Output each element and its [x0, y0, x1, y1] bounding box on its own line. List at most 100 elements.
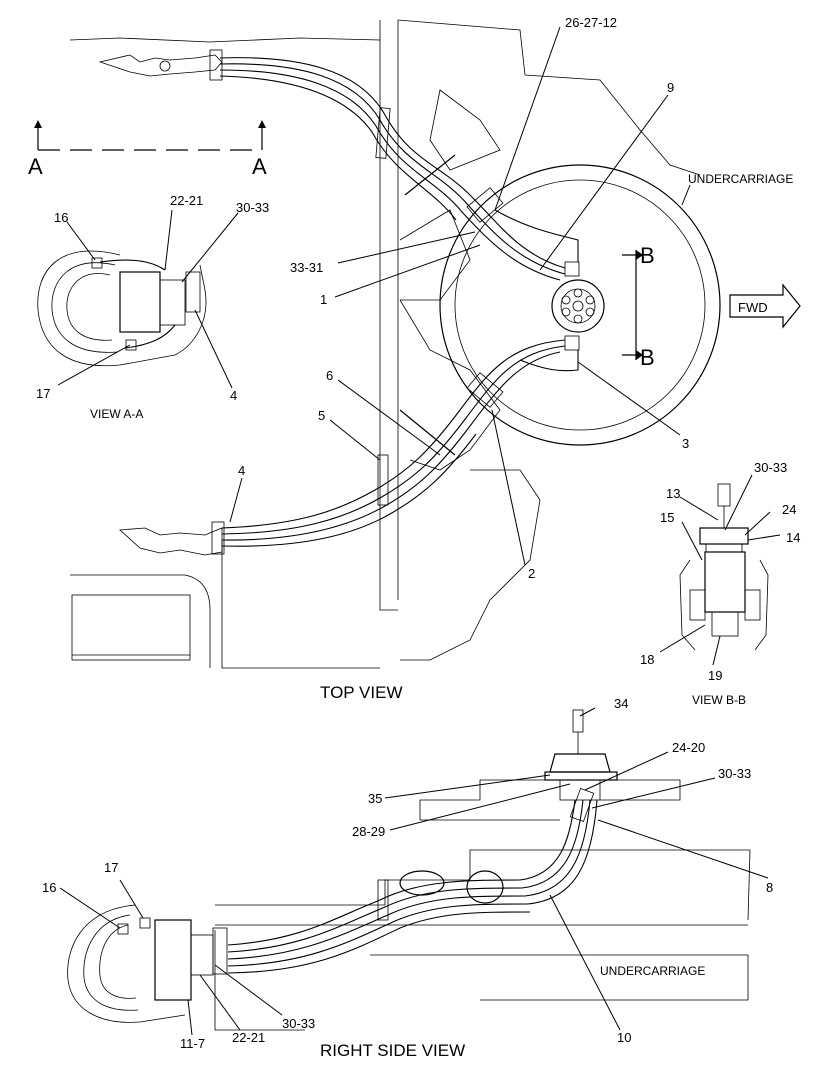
leader-aa-22-21: [164, 209, 173, 271]
undercarriage-ring-inner: [454, 179, 706, 431]
section-b-arrow-top: [636, 250, 643, 260]
tank-outline: [70, 574, 211, 668]
swivel-port: [573, 314, 583, 324]
top-view: FWD B B A A 26-27-12 9 33-31 1 6 5 4 3: [28, 15, 801, 702]
frame-plate: [399, 209, 471, 301]
swivel-body: [551, 279, 605, 333]
side-swivel-flange: [544, 771, 618, 781]
aa-loop-right: [174, 264, 207, 356]
section-a-left-label: A: [28, 154, 43, 179]
aa-fitting-17: [125, 339, 137, 351]
leader-bb-13: [679, 496, 719, 521]
clamp-block-lower: [466, 372, 504, 408]
callout-side-30-33: 30-33: [718, 766, 751, 781]
leader-3: [577, 361, 681, 436]
side-fitting-17: [139, 917, 151, 929]
section-b-line: [622, 254, 637, 356]
leader-side-28-29: [389, 783, 571, 831]
aa-fitting-16: [91, 257, 103, 269]
side-swivel-stem-top: [572, 709, 584, 733]
callout-side-11-7: 11-7: [180, 1036, 205, 1051]
leader-side-17: [119, 879, 144, 919]
frame-rail-left: [379, 20, 398, 611]
leader-side-22-21: [199, 974, 241, 1031]
aa-valve-block: [159, 279, 186, 326]
callout-2: 2: [528, 566, 535, 581]
section-a-right-label: A: [252, 154, 267, 179]
leader-aa-17: [57, 344, 131, 386]
swivel-fitting-bottom: [564, 335, 580, 351]
swivel-port-center: [572, 300, 584, 312]
frame-outline-right: [397, 19, 701, 176]
leader-5: [329, 419, 381, 461]
callout-bb-24: 24: [782, 502, 796, 517]
side-bulkhead: [212, 927, 228, 975]
callout-6: 6: [326, 368, 333, 383]
frame-plate-lower: [399, 299, 501, 471]
callout-side-17: 17: [104, 860, 118, 875]
side-loop-outer: [67, 904, 186, 1023]
leader-bb-30-33: [724, 474, 753, 531]
section-b-arrow-bottom: [636, 350, 643, 360]
frame-outline-top: [69, 37, 381, 43]
tank-body: [71, 594, 191, 661]
swivel-port: [573, 288, 583, 298]
leader-33-31: [337, 231, 476, 264]
side-loop-mid: [83, 914, 139, 1011]
swivel-port: [585, 295, 595, 305]
leader-bb-15: [681, 521, 703, 561]
callout-aa-22-21: 22-21: [170, 193, 203, 208]
aa-bulkhead: [185, 271, 201, 313]
bb-cap: [699, 527, 749, 545]
leader-bb-18: [659, 624, 706, 653]
aa-loop-mid: [51, 262, 119, 353]
frame-bracket: [429, 89, 501, 171]
callout-1: 1: [320, 292, 327, 307]
callout-aa-4: 4: [230, 388, 237, 403]
leader-6: [337, 379, 441, 456]
leader-side-11-7: [187, 999, 193, 1036]
callout-side-16: 16: [42, 880, 56, 895]
callout-side-28-29: 28-29: [352, 824, 385, 839]
aa-loop-outer: [37, 250, 176, 367]
leader-side-30-33: [591, 777, 716, 809]
leader-bb-19: [712, 635, 721, 666]
leader-side-34: [579, 707, 596, 717]
clamp-bar-lower: [399, 409, 456, 456]
undercarriage-top-label: UNDERCARRIAGE: [688, 172, 793, 186]
bb-collar: [705, 543, 743, 553]
side-hose-bundle: [227, 799, 598, 974]
aa-hose-top: [99, 259, 166, 271]
aa-hose-bottom: [124, 324, 176, 349]
callout-side-35: 35: [368, 791, 382, 806]
clamp-block-upper: [466, 187, 504, 223]
callout-bb-18: 18: [640, 652, 654, 667]
callout-side-24-20: 24-20: [672, 740, 705, 755]
aa-valve-body: [119, 271, 161, 333]
upper-fitting-nut: [159, 60, 171, 72]
callout-5: 5: [318, 408, 325, 423]
fwd-arrow: [729, 283, 801, 329]
lower-bulkhead: [211, 521, 225, 555]
upper-hose-bundle: [219, 57, 579, 281]
leader-side-10: [549, 894, 621, 1031]
leader-9: [539, 94, 669, 271]
bb-bottom-block: [711, 611, 739, 637]
side-swivel-cap: [549, 753, 611, 773]
callout-aa-17: 17: [36, 386, 50, 401]
side-valve-block: [190, 934, 214, 976]
swivel-port: [561, 307, 571, 317]
fwd-label: FWD: [738, 300, 768, 315]
leader-bb-14: [747, 534, 781, 541]
leader-bb-24: [744, 511, 771, 536]
aa-loop-inner: [66, 273, 113, 341]
side-swivel-body: [559, 779, 601, 801]
frame-lower-left: [221, 540, 380, 669]
right-side-view: 34 24-20 30-33 35 28-29 8 17 16 10 30-33…: [42, 696, 773, 1060]
view-aa-caption: VIEW A-A: [90, 407, 143, 421]
callout-9: 9: [667, 80, 674, 95]
bb-hose-left: [679, 559, 696, 651]
leader-aa-30-33: [181, 212, 239, 283]
side-undercarriage-outline: [370, 954, 749, 1001]
leader-side-30-33-low: [214, 964, 283, 1016]
